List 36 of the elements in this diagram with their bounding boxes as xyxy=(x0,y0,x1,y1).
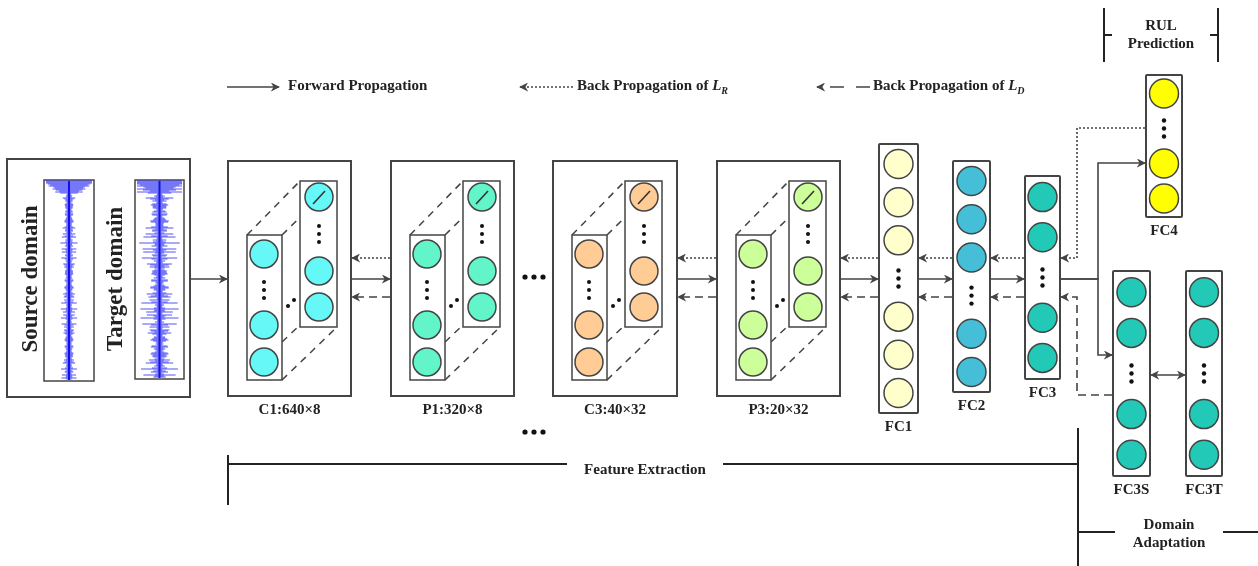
arrow xyxy=(990,292,1025,302)
legend-text: Forward Propagation xyxy=(288,77,428,94)
arrow xyxy=(918,253,953,263)
layer-label: C1:640×8 xyxy=(258,401,321,418)
layer-label: C3:40×32 xyxy=(584,401,646,418)
layer-label: FC1 xyxy=(884,418,913,435)
arrow xyxy=(918,274,953,284)
layer-label: P1:320×8 xyxy=(422,401,483,418)
arrow xyxy=(1060,292,1113,396)
arrow xyxy=(351,274,391,284)
arrow xyxy=(677,292,717,302)
layer-label: P3:20×32 xyxy=(748,401,809,418)
layer-label: FC2 xyxy=(957,397,986,414)
legend-text: Back Propagation of L$_{R}$ xyxy=(577,77,728,96)
arrow xyxy=(351,292,391,302)
arrow xyxy=(840,292,879,302)
input-signal-panel xyxy=(6,158,191,398)
arrow xyxy=(351,253,391,263)
layer-label: FC3T xyxy=(1185,481,1223,498)
arrow xyxy=(840,274,879,284)
arrow xyxy=(1060,127,1146,263)
arrow xyxy=(677,253,717,263)
layer-label: FC3S xyxy=(1113,481,1150,498)
vertical-label: Target domain xyxy=(102,206,128,352)
arrow xyxy=(990,253,1025,263)
vertical-label: Source domain xyxy=(17,205,43,353)
arrow xyxy=(918,292,953,302)
legend-text: Back Propagation of L$_{D}$ xyxy=(873,77,1025,96)
arrow xyxy=(1150,370,1186,380)
layer-label: FC3 xyxy=(1028,384,1057,401)
arrow xyxy=(677,274,717,284)
layer-label: FC4 xyxy=(1150,222,1178,239)
arrow xyxy=(990,274,1025,284)
arrow xyxy=(840,253,879,263)
arrow xyxy=(190,274,228,284)
arrow xyxy=(1060,278,1113,360)
